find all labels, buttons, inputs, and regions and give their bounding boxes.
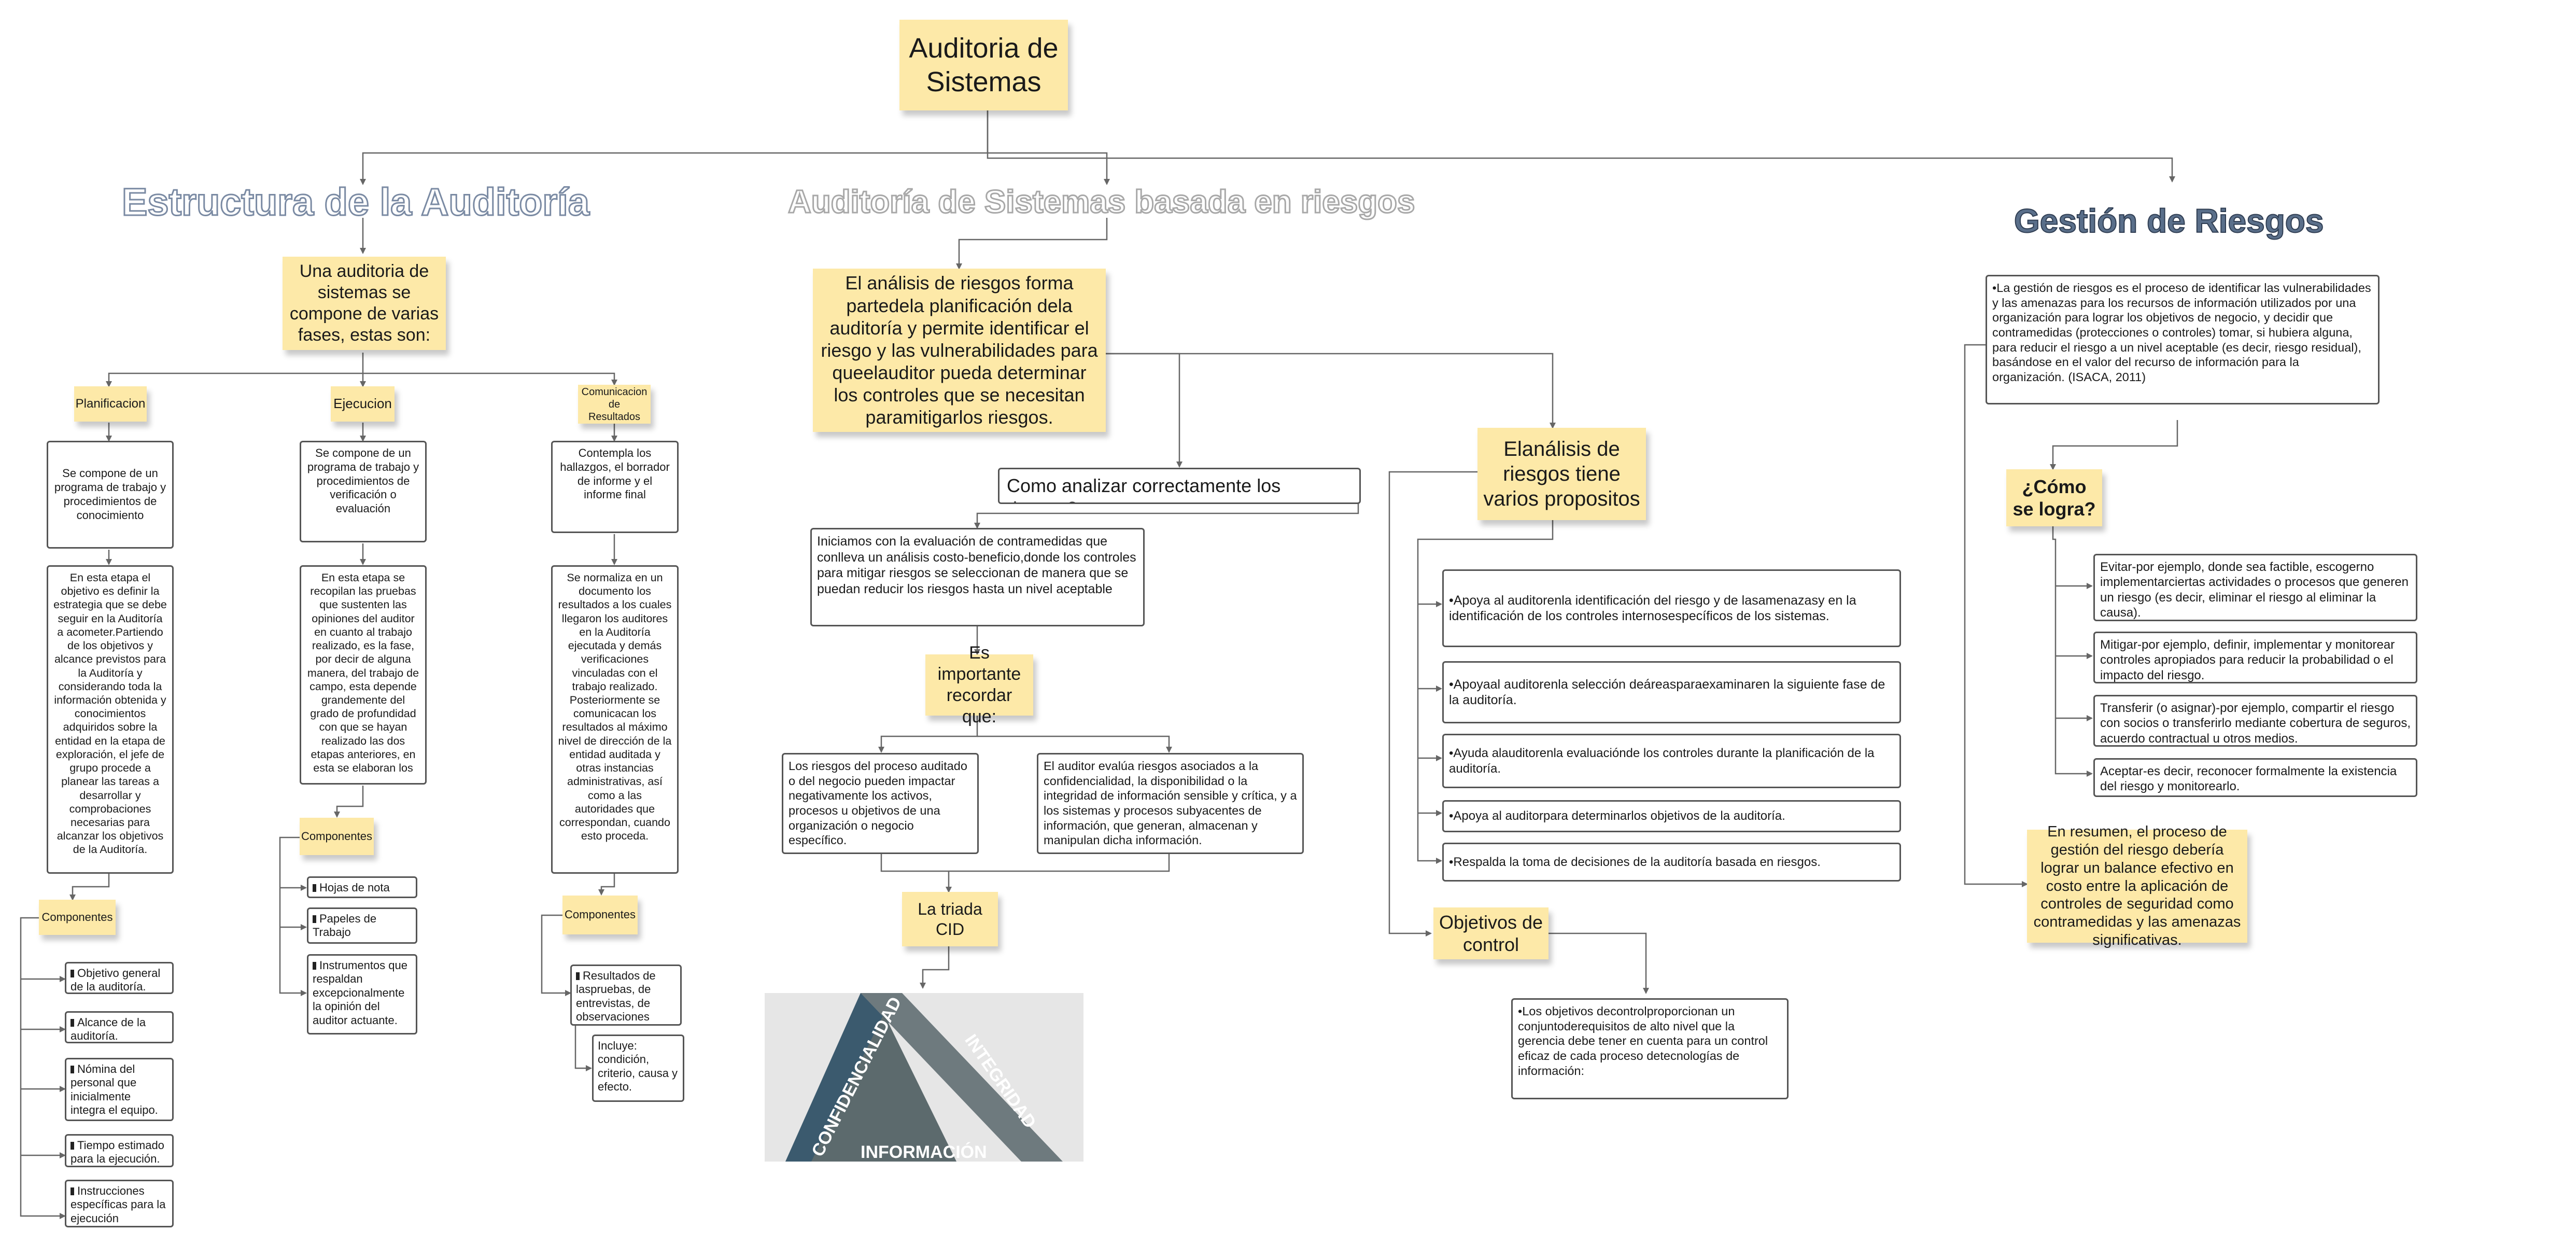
estructura-header-text: Estructura de la Auditoría: [122, 180, 590, 223]
planificacion-detail: En esta etapa el objetivo es definir la …: [47, 565, 174, 874]
ejecucion-item: Papeles de Trabajo: [307, 907, 417, 944]
triada-label: La triada CID: [902, 892, 998, 946]
planificacion-item-text: Nómina del personal que inicialmente int…: [71, 1063, 158, 1117]
proposito-item: •Respalda la toma de decisiones de la au…: [1442, 843, 1901, 882]
como-se-logra: ¿Cómo se logra?: [2006, 469, 2102, 526]
proposito-item: •Apoya al auditorpara determinarlos obje…: [1442, 800, 1901, 832]
main-title: Auditoria de Sistemas: [899, 20, 1068, 110]
comunicacion-item: Resultados de laspruebas, de entrevistas…: [570, 965, 682, 1026]
triada-right-bar: [861, 993, 1063, 1162]
planificacion-item: Instrucciones específicas para la ejecuc…: [65, 1180, 174, 1227]
strategy-item: Evitar-por ejemplo, donde sea factible, …: [2093, 554, 2417, 621]
planificacion-item: Objetivo general de la auditoría.: [65, 962, 174, 994]
phase-comunicacion: Comunicacion de Resultados: [578, 385, 651, 424]
estructura-header: Estructura de la Auditoría: [121, 180, 591, 225]
triada-left-bar: [785, 993, 902, 1162]
triada-center: [811, 1014, 956, 1162]
planificacion-item-text: Instrucciones específicas para la ejecuc…: [71, 1184, 166, 1225]
planificacion-item-text: Tiempo estimado para la ejecución.: [71, 1139, 164, 1166]
auditor-evalua: El auditor evalúa riesgos asociados a la…: [1037, 753, 1304, 854]
ejecucion-item: Instrumentos que respaldan excepcionalme…: [307, 954, 417, 1035]
bullet-marker: [71, 1066, 74, 1073]
riesgos-intro: El análisis de riesgos forma partedela p…: [813, 269, 1106, 432]
gestion-header: Gestión de Riesgos: [2014, 202, 2324, 240]
objetivos-label: Objetivos de control: [1433, 907, 1549, 959]
riesgos-header: Auditoría de Sistemas basada en riesgos: [787, 184, 1416, 221]
planificacion-item: Alcance de la auditoría.: [65, 1011, 174, 1043]
planificacion-components: Componentes: [39, 900, 116, 935]
planificacion-item: Nómina del personal que inicialmente int…: [65, 1058, 174, 1121]
bullet-marker: [313, 962, 316, 970]
ejecucion-detail: En esta etapa se recopilan las pruebas q…: [300, 565, 427, 785]
proposito-item: •Apoyaal auditorenla selección deáreaspa…: [1442, 661, 1901, 723]
bullet-marker: [71, 1019, 74, 1027]
bullet-marker: [576, 972, 580, 980]
es-importante: Es importante recordar que:: [925, 643, 1033, 726]
planificacion-item: Tiempo estimado para la ejecución.: [65, 1134, 174, 1167]
phase-ejecucion: Ejecucion: [331, 386, 395, 422]
planificacion-item-text: Alcance de la auditoría.: [71, 1016, 146, 1043]
comunicacion-components: Componentes: [562, 896, 638, 934]
ejecucion-item-text: Hojas de nota: [319, 881, 390, 894]
planificacion-summary: Se compone de un programa de trabajo y p…: [47, 441, 174, 549]
gestion-header-text: Gestión de Riesgos: [2014, 202, 2324, 240]
iniciamos-text: Iniciamos con la evaluación de contramed…: [810, 528, 1145, 626]
triada-cid-graphic: CONFIDENCIALIDAD INTEGRIDAD INFORMACIÓN: [765, 993, 1083, 1162]
ejecucion-summary: Se compone de un programa de trabajo y p…: [300, 441, 427, 542]
como-analizar: Como analizar correctamente los riesgos?: [998, 468, 1361, 504]
ejecucion-item-text: Papeles de Trabajo: [313, 912, 377, 939]
strategy-item: Mitigar-por ejemplo, definir, implementa…: [2093, 632, 2417, 683]
gestion-resumen: En resumen, el proceso de gestión del ri…: [2027, 823, 2247, 948]
riesgos-proceso: Los riesgos del proceso auditado o del n…: [782, 753, 979, 854]
bullet-marker: [313, 884, 316, 892]
bullet-marker: [71, 1142, 74, 1150]
comunicacion-subitem: Incluye: condición, criterio, causa y ef…: [592, 1035, 684, 1102]
planificacion-item-text: Objetivo general de la auditoría.: [71, 967, 161, 994]
strategy-item: Aceptar-es decir, reconocer formalmente …: [2093, 758, 2417, 797]
strategy-item: Transferir (o asignar)-por ejemplo, comp…: [2093, 695, 2417, 747]
bullet-marker: [71, 970, 74, 977]
phase-planificacion: Planificacion: [74, 386, 147, 422]
estructura-intro: Una auditoria de sistemas se compone de …: [283, 257, 446, 350]
comunicacion-detail: Se normaliza en un documento los resulta…: [551, 565, 679, 874]
proposito-item: •Ayuda alauditorenla evaluaciónde los co…: [1442, 734, 1901, 788]
ejecucion-item: Hojas de nota: [307, 876, 417, 898]
triada-base-label: INFORMACIÓN: [861, 1142, 987, 1162]
comunicacion-summary: Contempla los hallazgos, el borrador de …: [551, 441, 679, 533]
proposito-title: Elanálisis de riesgos tiene varios propo…: [1477, 428, 1646, 520]
riesgos-header-text: Auditoría de Sistemas basada en riesgos: [788, 184, 1415, 220]
bullet-marker: [313, 915, 316, 923]
proposito-item: •Apoya al auditorenla identificación del…: [1442, 569, 1901, 647]
ejecucion-item-text: Instrumentos que respaldan excepcionalme…: [313, 959, 407, 1027]
gestion-definition: •La gestión de riesgos es el proceso de …: [1986, 275, 2380, 404]
comunicacion-item-text: Resultados de laspruebas, de entrevistas…: [576, 969, 656, 1024]
ejecucion-components: Componentes: [300, 818, 374, 855]
bullet-marker: [71, 1187, 74, 1195]
objetivos-text: •Los objetivos decontrolproporcionan un …: [1511, 998, 1789, 1099]
